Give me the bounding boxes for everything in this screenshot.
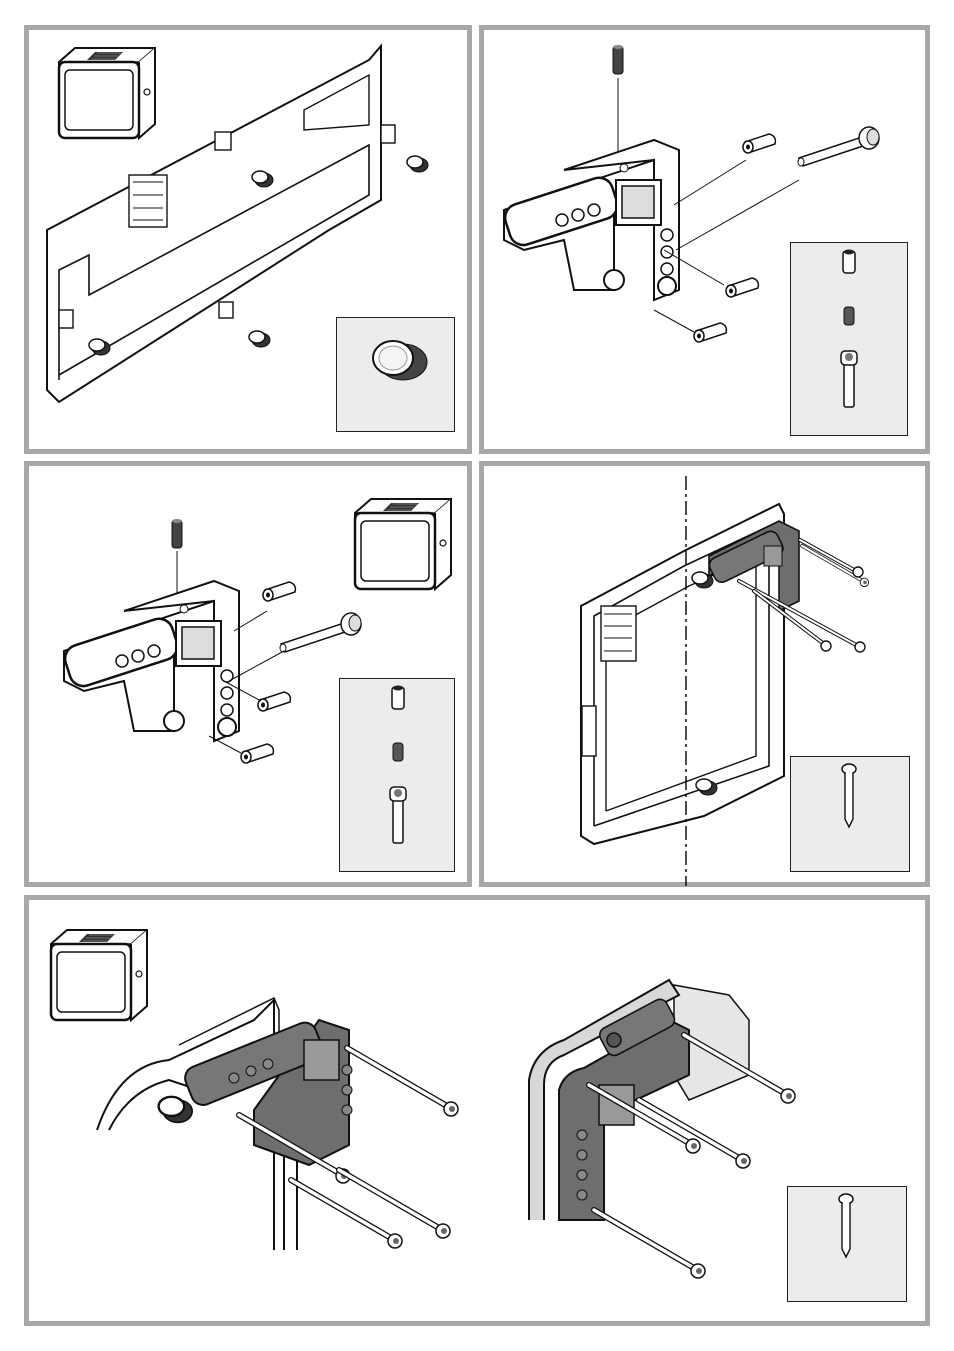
long-screw-icon <box>347 1048 458 1116</box>
long-screw-icon <box>788 1187 908 1303</box>
long-screw-icon <box>339 1170 450 1238</box>
panel-step-2 <box>479 25 930 454</box>
bracket <box>501 140 679 300</box>
pin-icon <box>613 45 623 74</box>
long-screw-icon <box>791 757 911 873</box>
sleeve-icon <box>241 744 273 763</box>
pin-icon <box>393 743 403 761</box>
cap-screw-icon <box>798 127 879 166</box>
parts-list <box>791 243 909 437</box>
bracket <box>61 581 239 741</box>
device-box-icon <box>59 48 155 138</box>
long-screw-icon <box>594 1210 705 1278</box>
panel-step-3 <box>24 461 472 887</box>
cap-screw-icon <box>280 613 361 652</box>
knob-icon <box>337 318 456 433</box>
sleeve-icon <box>694 323 726 342</box>
knob-icon <box>407 156 428 172</box>
parts-detail-inset <box>339 678 455 872</box>
sleeve-icon <box>258 692 290 711</box>
long-screw-icon <box>291 1180 402 1248</box>
knob-detail-inset <box>336 317 455 432</box>
sleeve-icon <box>263 582 295 601</box>
screw-detail-inset <box>790 756 910 872</box>
long-screw-icon <box>802 546 869 587</box>
panel-step-5 <box>24 895 930 1326</box>
screw-detail-inset <box>787 1186 907 1302</box>
device-box-icon <box>355 499 451 589</box>
knob-icon <box>159 1097 193 1123</box>
sleeve-icon <box>726 278 758 297</box>
sleeve-icon <box>743 134 775 153</box>
parts-list <box>340 679 456 873</box>
panel-step-4 <box>479 461 930 887</box>
long-screw-icon <box>639 1100 750 1168</box>
left-assembly <box>97 998 352 1250</box>
parts-detail-inset <box>790 242 908 436</box>
device-box-icon <box>51 930 147 1020</box>
pin-icon <box>172 519 182 548</box>
pin-icon <box>844 307 854 325</box>
panel-step-1 <box>24 25 472 454</box>
knob-icon <box>249 331 270 347</box>
